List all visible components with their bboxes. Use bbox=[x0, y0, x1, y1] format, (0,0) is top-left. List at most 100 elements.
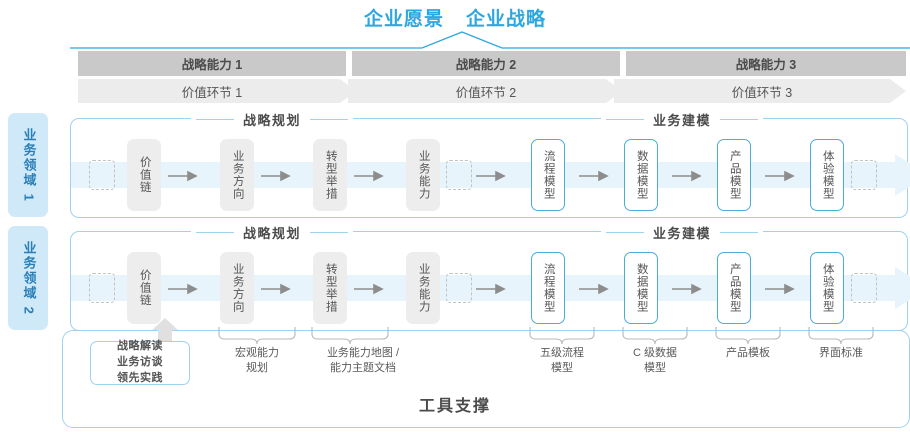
flow-arrow bbox=[672, 169, 702, 182]
step-label: 体验模型 bbox=[821, 263, 834, 313]
step-box-3[interactable]: 转型举措 bbox=[313, 139, 347, 211]
capability-label-1: 战略能力 1 bbox=[181, 58, 243, 72]
title-enterprise-vision: 企业愿景 bbox=[363, 9, 444, 30]
note-5: 产品模板 bbox=[688, 346, 808, 361]
flow-arrow bbox=[261, 169, 291, 182]
domain-row-1: 战略规划 业务建模 价值链 bbox=[70, 110, 910, 218]
note-line-2: 能力主题文档 bbox=[330, 361, 396, 374]
step-box-3[interactable]: 转型举措 bbox=[313, 252, 347, 324]
step-label: 体验模型 bbox=[821, 150, 834, 200]
page-title: 企业愿景 企业战略 bbox=[0, 4, 910, 31]
note-line-1: 业务能力地图 / bbox=[326, 347, 400, 359]
section-rule-right bbox=[310, 231, 349, 234]
step-label: 产品模型 bbox=[728, 263, 741, 313]
step-box-5[interactable]: 流程模型 bbox=[531, 252, 565, 324]
step-box-4[interactable]: 业务能力 bbox=[406, 139, 440, 211]
step-box-1[interactable]: 价值链 bbox=[127, 139, 161, 211]
section-label-modeling-r1: 业务建模 bbox=[601, 110, 764, 129]
flow-arrow bbox=[765, 169, 795, 182]
capability-cell-3[interactable]: 战略能力 3 bbox=[626, 51, 906, 76]
note-line-2: 模型 bbox=[551, 361, 573, 374]
step-box-8[interactable]: 体验模型 bbox=[810, 252, 844, 324]
value-link-cell-1[interactable]: 价值环节 1 bbox=[78, 79, 346, 103]
step-box-1[interactable]: 价值链 bbox=[127, 252, 161, 324]
flow-arrow bbox=[765, 282, 795, 295]
note-2: 业务能力地图 / 能力主题文档 bbox=[298, 346, 428, 376]
step-label: 产品模型 bbox=[728, 150, 741, 200]
flow-arrow bbox=[579, 282, 609, 295]
step-label: 流程模型 bbox=[542, 263, 555, 313]
callout-up-arrow-icon bbox=[152, 318, 178, 346]
flow-arrow bbox=[354, 169, 384, 182]
step-label: 数据模型 bbox=[635, 150, 648, 200]
step-box-5[interactable]: 流程模型 bbox=[531, 139, 565, 211]
flow-arrow bbox=[672, 282, 702, 295]
section-label-modeling-r2: 业务建模 bbox=[601, 223, 764, 242]
flow-arrow bbox=[168, 282, 198, 295]
section-rule-right bbox=[720, 231, 759, 234]
step-box-2[interactable]: 业务方向 bbox=[220, 252, 254, 324]
value-link-bar: 价值环节 1 价值环节 2 价值环节 3 bbox=[78, 79, 906, 103]
note-4: C 级数据 模型 bbox=[595, 346, 715, 376]
footer-title: 工具支撑 bbox=[418, 398, 491, 415]
step-label: 价值链 bbox=[138, 269, 151, 307]
capability-cell-1[interactable]: 战略能力 1 bbox=[78, 51, 346, 76]
step-label: 业务能力 bbox=[417, 150, 430, 200]
capability-bar: 战略能力 1 战略能力 2 战略能力 3 bbox=[78, 51, 906, 76]
sidebar-item-domain-1[interactable]: 业务领域 1 bbox=[8, 113, 48, 217]
flow-band-row-1 bbox=[71, 154, 910, 196]
section-rule-left bbox=[606, 231, 644, 234]
flow-arrow bbox=[579, 169, 609, 182]
sidebar-item-domain-2[interactable]: 业务领域 2 bbox=[8, 226, 48, 330]
capability-cell-2[interactable]: 战略能力 2 bbox=[352, 51, 620, 76]
step-label: 数据模型 bbox=[635, 263, 648, 313]
step-box-6[interactable]: 数据模型 bbox=[624, 139, 658, 211]
step-label: 转型举措 bbox=[324, 263, 337, 313]
step-box-7[interactable]: 产品模型 bbox=[717, 252, 751, 324]
flow-band-row-2 bbox=[71, 267, 910, 309]
section-rule-right bbox=[720, 118, 759, 121]
value-link-cell-2[interactable]: 价值环节 2 bbox=[352, 79, 620, 103]
title-enterprise-strategy: 企业战略 bbox=[466, 9, 547, 30]
placeholder-box-end-r2 bbox=[851, 273, 877, 303]
step-label: 流程模型 bbox=[542, 150, 555, 200]
bracket-connectors bbox=[218, 327, 874, 345]
capability-label-2: 战略能力 2 bbox=[455, 58, 517, 72]
section-rule-left bbox=[606, 118, 644, 121]
step-label: 业务能力 bbox=[417, 263, 430, 313]
note-line-1: 宏观能力 bbox=[235, 347, 279, 359]
note-6: 界面标准 bbox=[781, 346, 901, 361]
section-rule-right bbox=[310, 118, 349, 121]
step-box-4[interactable]: 业务能力 bbox=[406, 252, 440, 324]
callout-strategy-inputs[interactable]: 战略解读 业务访谈 领先实践 bbox=[90, 340, 190, 385]
step-box-6[interactable]: 数据模型 bbox=[624, 252, 658, 324]
note-line-1: 界面标准 bbox=[819, 347, 863, 359]
flow-arrow bbox=[354, 282, 384, 295]
note-1: 宏观能力 规划 bbox=[197, 346, 317, 376]
section-rule-left bbox=[196, 118, 234, 121]
note-line-2: 规划 bbox=[246, 361, 268, 374]
placeholder-box-mid-r2 bbox=[446, 273, 472, 303]
section-title: 业务建模 bbox=[653, 226, 712, 241]
note-3: 五级流程 模型 bbox=[502, 346, 622, 376]
note-line-1: 产品模板 bbox=[726, 347, 770, 359]
value-link-cell-3[interactable]: 价值环节 3 bbox=[626, 79, 898, 103]
capability-label-3: 战略能力 3 bbox=[735, 58, 797, 72]
note-line-1: 五级流程 bbox=[540, 347, 584, 359]
placeholder-box-mid-r1 bbox=[446, 160, 472, 190]
placeholder-box-end-r1 bbox=[851, 160, 877, 190]
step-label: 转型举措 bbox=[324, 150, 337, 200]
callout-line-1: 战略解读 bbox=[117, 340, 163, 353]
step-box-7[interactable]: 产品模型 bbox=[717, 139, 751, 211]
placeholder-box-start-r1 bbox=[89, 160, 115, 190]
step-box-2[interactable]: 业务方向 bbox=[220, 139, 254, 211]
value-link-label-3: 价值环节 3 bbox=[731, 85, 793, 100]
step-label: 业务方向 bbox=[231, 150, 244, 200]
placeholder-box-start-r2 bbox=[89, 273, 115, 303]
callout-line-3: 领先实践 bbox=[117, 371, 163, 384]
flow-arrow bbox=[168, 169, 198, 182]
step-box-8[interactable]: 体验模型 bbox=[810, 139, 844, 211]
value-link-label-1: 价值环节 1 bbox=[181, 85, 243, 100]
value-link-label-2: 价值环节 2 bbox=[455, 85, 517, 100]
